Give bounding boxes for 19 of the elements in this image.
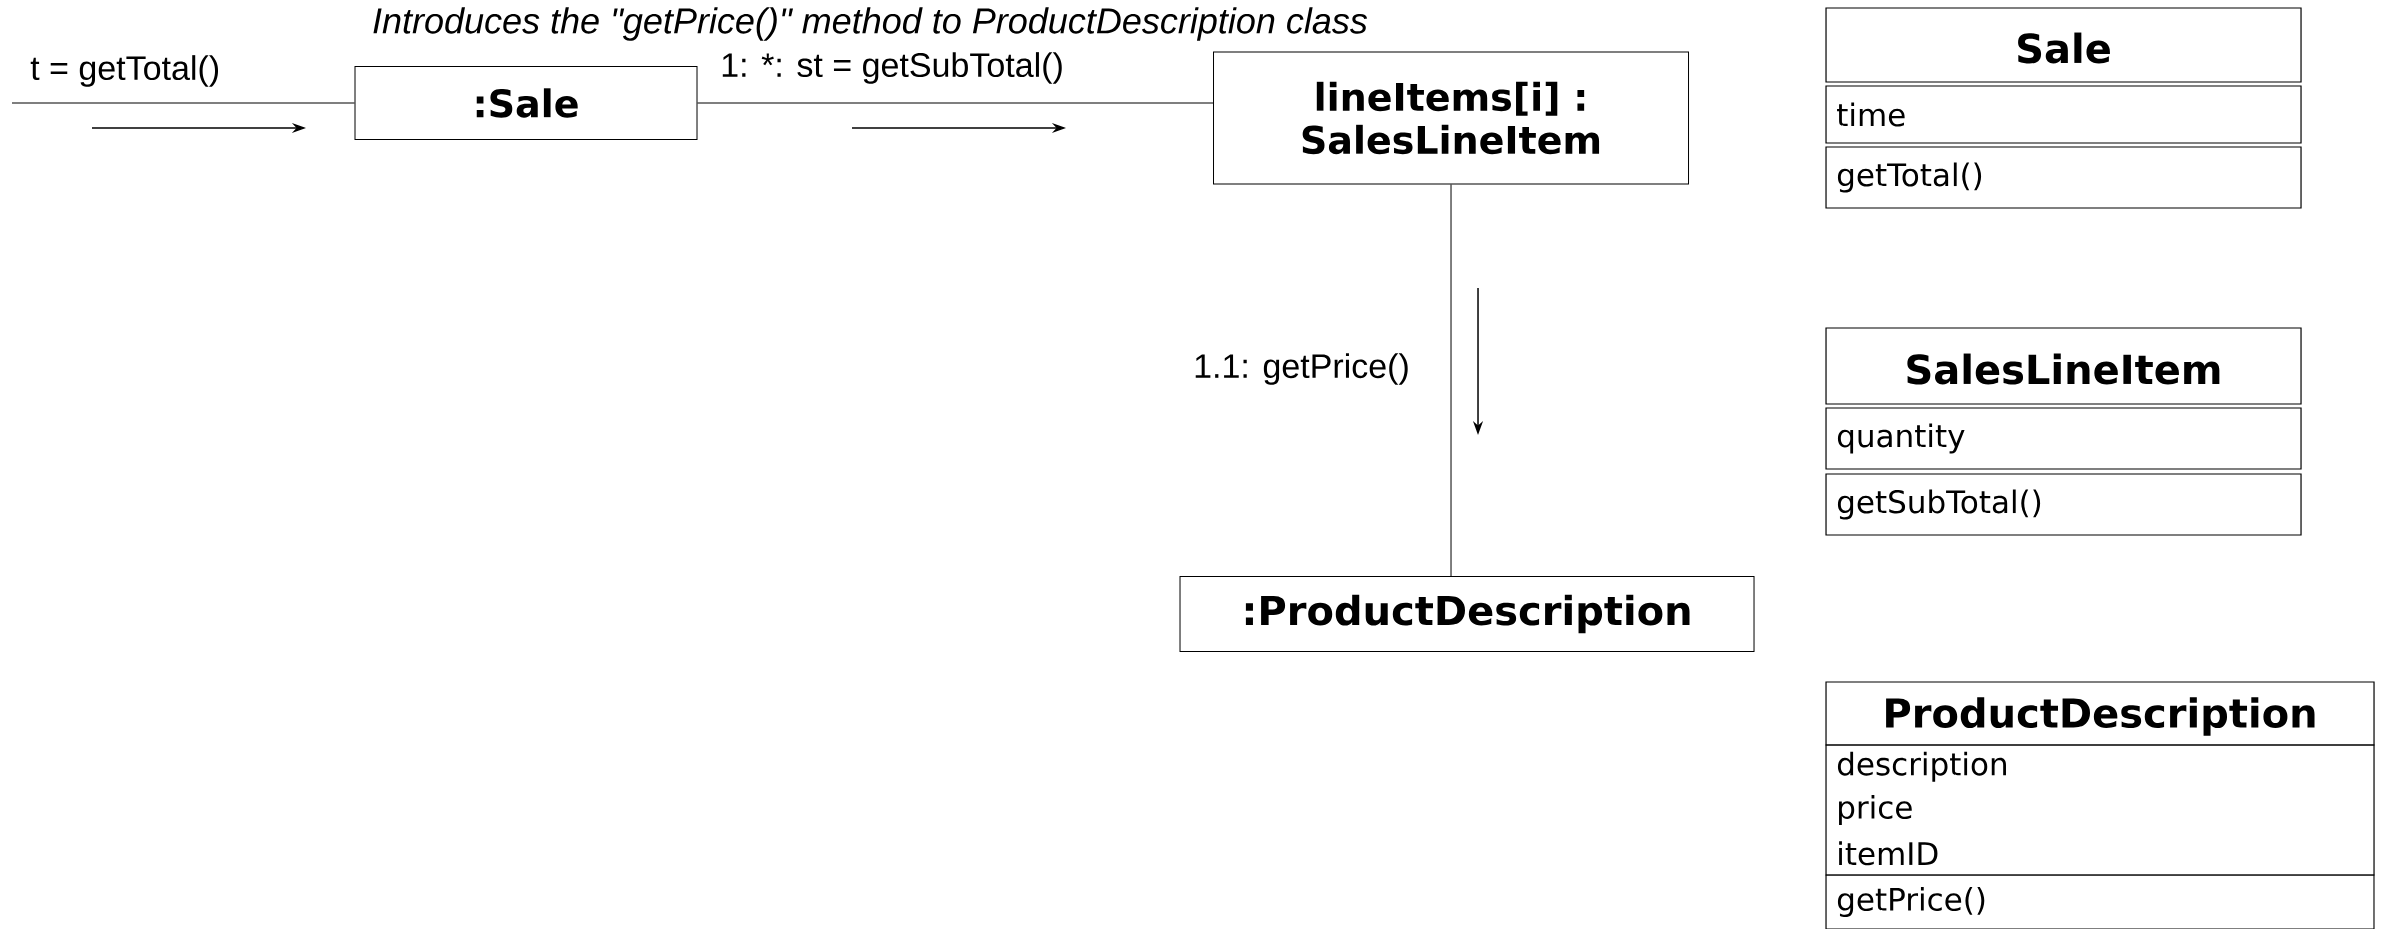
node-label: getTotal() bbox=[1837, 162, 1982, 193]
object-box: :Sale bbox=[354, 66, 698, 140]
edge-label: t = getTotal() bbox=[28, 53, 223, 89]
node-label: getSubTotal() bbox=[1837, 489, 2041, 520]
object-box: :ProductDescription bbox=[1179, 576, 1755, 652]
edge-label: 1: *: st = getSubTotal() bbox=[718, 50, 1066, 86]
node-label: time bbox=[1837, 102, 1905, 127]
class-box: Sale time getTotal() bbox=[1825, 7, 2302, 209]
class-box: ProductDescription description price itemID getPrice() bbox=[1825, 681, 2375, 929]
connector-line bbox=[697, 102, 1214, 104]
object-box: lineItems[i] : SalesLineItem bbox=[1213, 51, 1689, 185]
node-label: quantity bbox=[1837, 423, 1965, 454]
connector-line bbox=[1450, 184, 1452, 577]
node-label: getPrice() bbox=[1837, 887, 1985, 918]
edge-label: 1.1: getPrice() bbox=[1191, 351, 1412, 387]
class-box: SalesLineItem quantity getSubTotal() bbox=[1825, 327, 2302, 536]
title: Introduces the "getPrice()" method to ProductDescription class bbox=[373, 7, 1368, 41]
node-label: ProductDescription bbox=[1886, 697, 2315, 736]
connector-line bbox=[11, 102, 355, 104]
